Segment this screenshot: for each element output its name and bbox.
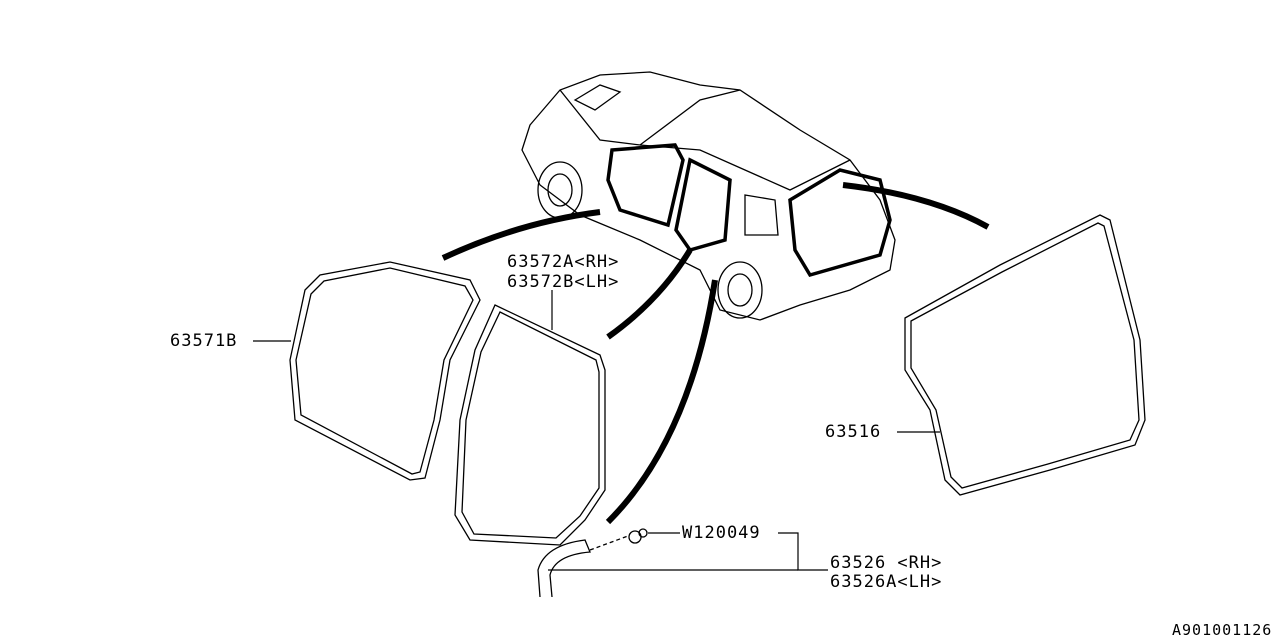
part-label-63571b: 63571B (170, 331, 238, 351)
part-label-63572a: 63572A<RH> (507, 252, 620, 272)
part-label-63516: 63516 (825, 422, 882, 442)
drip-seal-part (537, 528, 648, 598)
front-door-weatherstrip (289, 261, 481, 481)
leader-arrows (441, 182, 990, 525)
part-label-63526a: 63526A<LH> (830, 572, 943, 592)
part-label-63526: 63526 <RH> (830, 553, 943, 573)
diagram-id: A901001126 (1172, 621, 1273, 639)
rear-gate-weatherstrip (904, 214, 1146, 496)
rear-door-weatherstrip (454, 304, 606, 546)
vehicle-seal-outlines (606, 143, 892, 278)
part-label-w120049: W120049 (682, 523, 761, 543)
part-label-63572b: 63572B<LH> (507, 272, 620, 292)
label-leader-lines (253, 290, 940, 571)
